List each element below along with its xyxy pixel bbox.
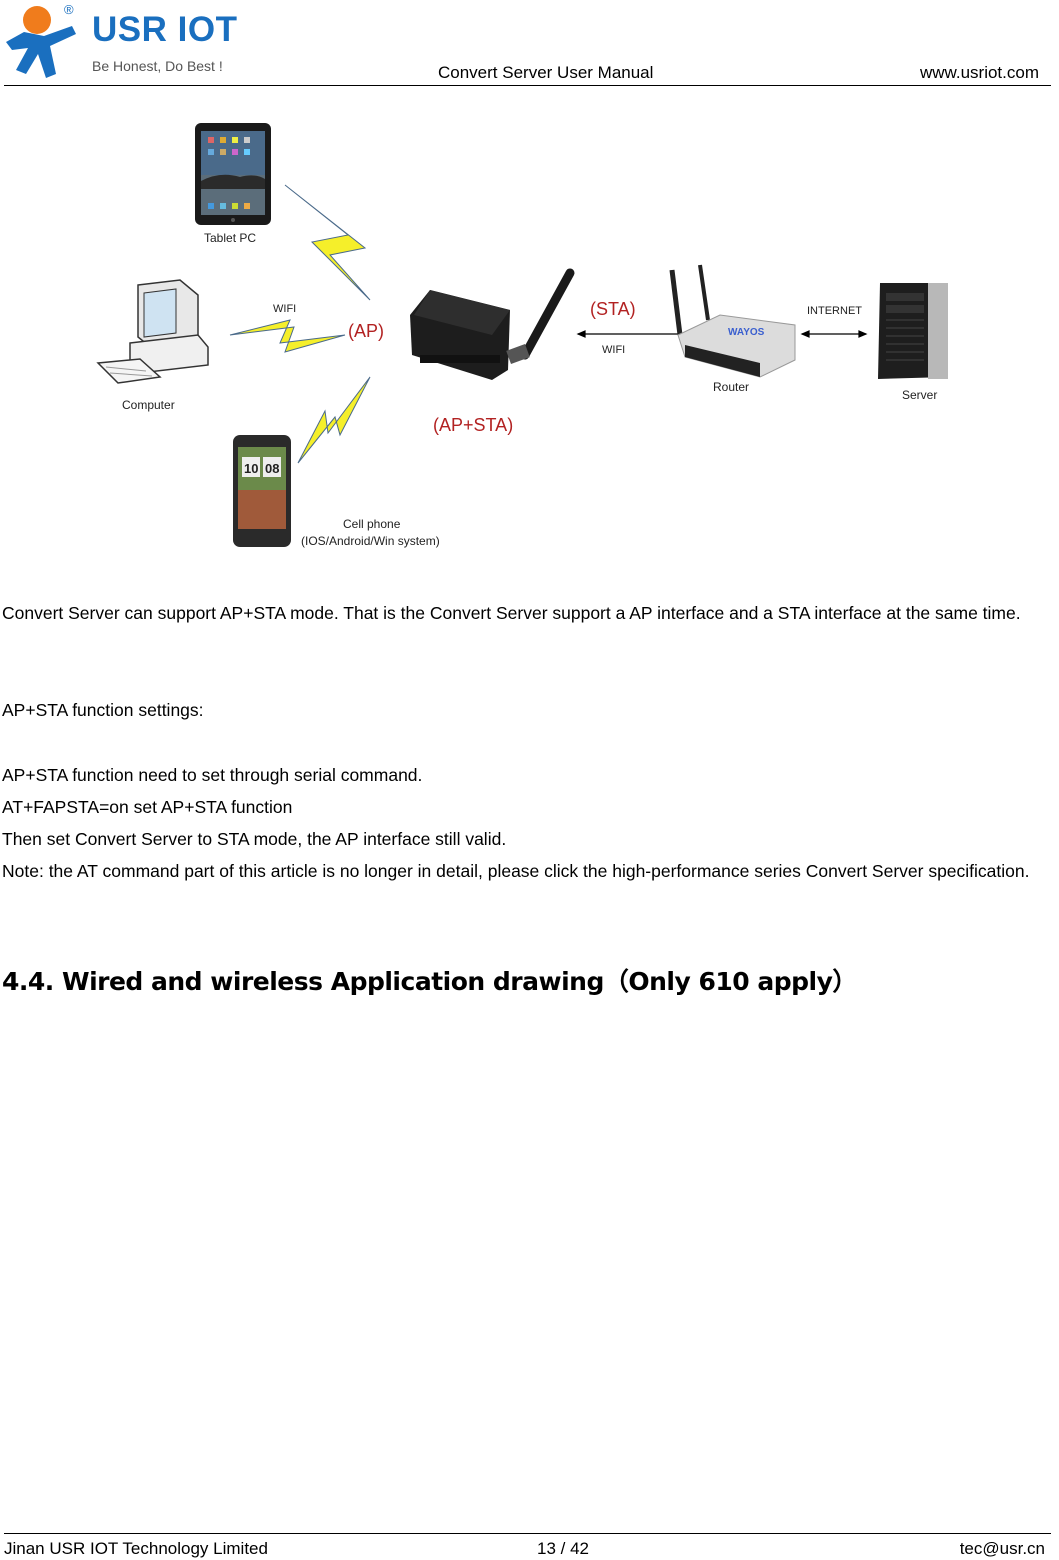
header-divider [4, 85, 1051, 86]
ap-mode-label: (AP) [348, 321, 384, 341]
registered-mark: ® [64, 2, 74, 17]
convert-server-device-icon [410, 268, 575, 380]
cell-phone-label: Cell phone [343, 517, 401, 531]
cell-phone-os-label: (IOS/Android/Win system) [301, 534, 440, 548]
instruction-line-2: AT+FAPSTA=on set AP+STA function [2, 797, 293, 817]
computer-label: Computer [122, 398, 175, 412]
instruction-line-1: AP+STA function need to set through seri… [2, 765, 423, 785]
internet-label: INTERNET [807, 305, 862, 317]
tablet-label: Tablet PC [204, 231, 257, 245]
brand-tagline: Be Honest, Do Best ! [92, 58, 223, 74]
section-heading: 4.4. Wired and wireless Application draw… [2, 967, 857, 996]
footer-email: tec@usr.cn [959, 1539, 1045, 1558]
document-title: Convert Server User Manual [438, 63, 654, 82]
ap-sta-mode-label: (AP+STA) [433, 415, 514, 435]
header-url: www.usriot.com [919, 63, 1039, 82]
usr-iot-figure-logo-icon [6, 6, 76, 78]
wifi-lightning-icon [229, 184, 371, 464]
ap-sta-network-diagram: WAYOS 10 08 [80, 115, 980, 555]
svg-text:08: 08 [265, 461, 279, 476]
intro-paragraph: Convert Server can support AP+STA mode. … [2, 603, 1021, 623]
page-number: 13 / 42 [537, 1539, 589, 1558]
footer-divider [4, 1533, 1051, 1534]
router-icon: WAYOS [669, 264, 796, 378]
internet-link-arrow [800, 330, 868, 338]
wifi-left-label: WIFI [273, 303, 297, 315]
settings-label: AP+STA function settings: [2, 700, 204, 720]
usr-iot-logo: ® USR IOT Be Honest, Do Best ! [4, 2, 244, 82]
note-paragraph: Note: the AT command part of this articl… [2, 861, 1030, 881]
footer-company: Jinan USR IOT Technology Limited [4, 1539, 268, 1558]
brand-name: USR IOT [92, 10, 238, 49]
instruction-line-3: Then set Convert Server to STA mode, the… [2, 829, 507, 849]
wifi-right-label: WIFI [602, 344, 626, 356]
svg-text:WAYOS: WAYOS [728, 327, 765, 338]
sta-mode-label: (STA) [590, 299, 636, 319]
server-tower-icon [878, 283, 948, 379]
server-label: Server [902, 388, 938, 402]
router-label: Router [713, 380, 750, 394]
computer-icon [96, 279, 209, 384]
tablet-icon [195, 123, 271, 225]
cell-phone-icon: 10 08 [233, 435, 291, 547]
svg-text:10: 10 [244, 461, 258, 476]
